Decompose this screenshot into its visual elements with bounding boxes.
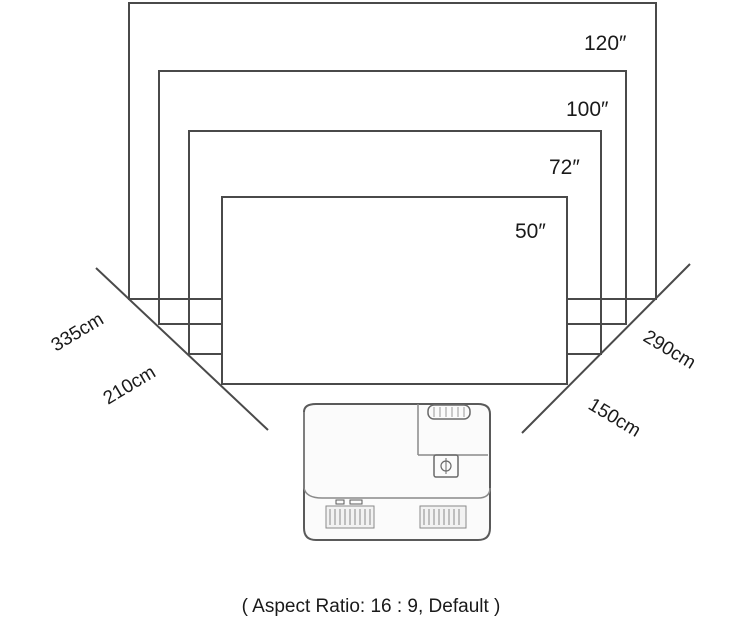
screen-100-label: 100″ (566, 98, 609, 121)
projector-vent-right (419, 505, 467, 529)
screen-50-label: 50″ (515, 220, 546, 243)
distance-left-outer-label: 335cm (48, 309, 108, 356)
distance-right-inner-label: 150cm (584, 394, 644, 441)
screen-50 (221, 196, 568, 385)
left-outer-line (95, 267, 269, 431)
projector-lens (427, 404, 471, 420)
projector-port (335, 499, 345, 505)
projector-top-panel (303, 412, 491, 499)
projector (303, 403, 491, 541)
projector-control-button (433, 454, 459, 478)
projector-vent-left (325, 505, 375, 529)
right-outer-line (521, 263, 691, 434)
aspect-ratio-caption: ( Aspect Ratio: 16 : 9, Default ) (241, 596, 501, 617)
distance-right-outer-label: 290cm (639, 326, 699, 373)
screen-72-label: 72″ (549, 156, 580, 179)
projector-port (349, 499, 363, 505)
distance-left-inner-label: 210cm (100, 362, 160, 409)
screen-120-label: 120″ (584, 32, 627, 55)
